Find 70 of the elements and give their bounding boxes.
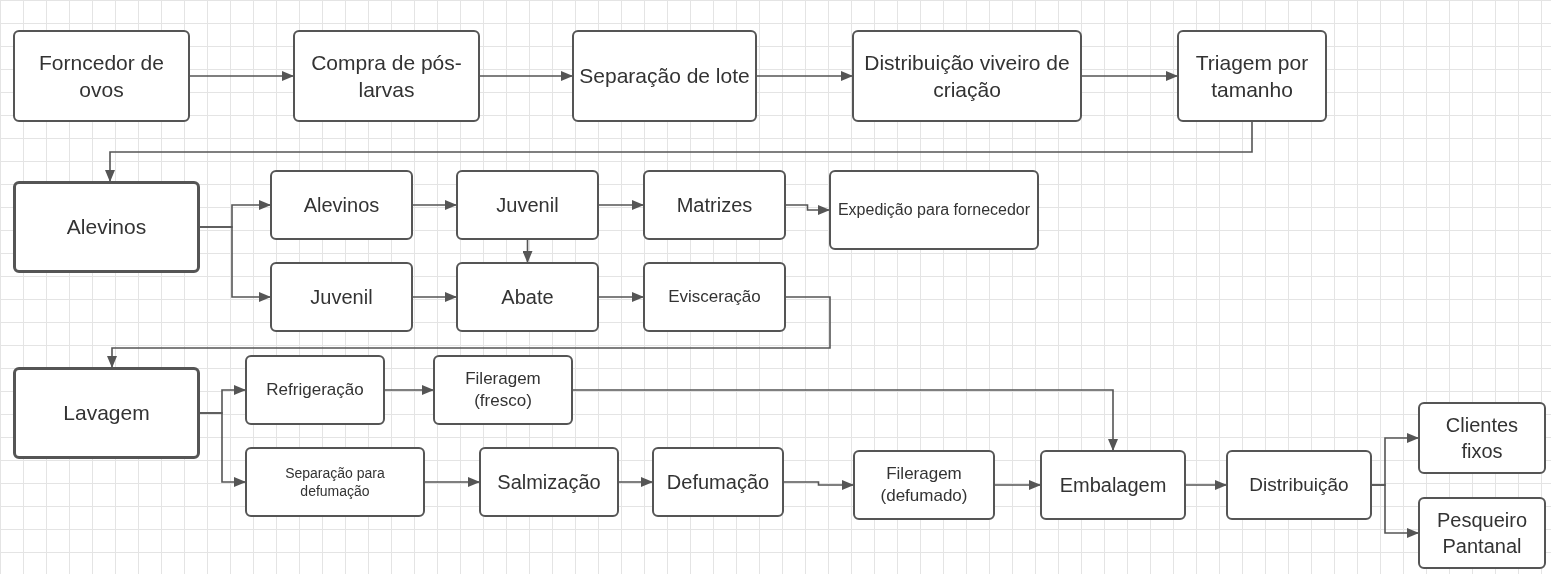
box-label: Alevinos	[66, 214, 147, 241]
process-box	[293, 30, 480, 122]
box-label: Abate	[501, 285, 554, 310]
process-box	[479, 447, 619, 517]
box-label: Separação para defumação	[284, 463, 386, 501]
process-box	[456, 170, 599, 240]
box-label: Separação de lote	[579, 63, 750, 90]
box-label: Embalagem	[1059, 473, 1167, 498]
arrow	[598, 292, 644, 302]
arrow	[199, 412, 246, 487]
process-box	[433, 355, 573, 425]
box-label: Distribuição viveiro de criação	[863, 49, 1071, 103]
arrow	[756, 71, 853, 81]
arrow	[618, 477, 653, 487]
arrow	[572, 389, 1118, 451]
arrow	[522, 239, 533, 263]
process-box	[643, 170, 786, 240]
arrow	[479, 71, 573, 81]
process-box	[829, 170, 1039, 250]
arrow	[783, 480, 854, 490]
process-box	[13, 181, 200, 273]
box-label: Fileragem (fresco)	[464, 367, 542, 412]
box-label: Triagem por tamanho	[1194, 49, 1310, 103]
box-label: Evisceração	[668, 285, 761, 308]
arrow	[107, 296, 831, 368]
arrow	[994, 480, 1041, 490]
box-label: Compra de pós-larvas	[310, 49, 463, 103]
process-box	[13, 367, 200, 459]
box-label: Defumação	[666, 470, 770, 495]
process-box	[1418, 402, 1546, 474]
box-label: Forncedor de ovos	[38, 49, 165, 103]
box-label: Salmização	[497, 470, 601, 495]
arrow	[1185, 480, 1227, 490]
box-label: Distribuição	[1249, 472, 1349, 497]
box-label: Matrizes	[676, 193, 753, 218]
box-label: Expedição para fornecedor	[837, 199, 1031, 220]
arrow	[598, 200, 644, 210]
arrow	[412, 292, 457, 302]
process-box	[245, 355, 385, 425]
process-box	[270, 170, 413, 240]
box-label: Clientes fixos	[1444, 413, 1520, 464]
process-box	[245, 447, 425, 517]
process-box	[853, 450, 995, 520]
process-box	[572, 30, 757, 122]
process-box	[652, 447, 784, 517]
process-box	[1226, 450, 1372, 520]
arrow	[384, 385, 434, 395]
box-label: Refrigeração	[266, 378, 364, 401]
process-box	[456, 262, 599, 332]
box-label: Alevinos	[303, 193, 380, 218]
arrow	[424, 477, 480, 487]
process-box	[1418, 497, 1546, 569]
process-box	[270, 262, 413, 332]
arrow	[412, 200, 457, 210]
arrow	[785, 204, 830, 215]
arrow	[199, 226, 271, 302]
arrow	[189, 71, 294, 81]
box-label: Fileragem (defumado)	[879, 462, 969, 507]
process-box	[852, 30, 1082, 122]
arrow	[1371, 484, 1419, 538]
box-label: Juvenil	[496, 193, 559, 218]
arrow	[105, 121, 1253, 182]
process-box	[1177, 30, 1327, 122]
process-box	[643, 262, 786, 332]
process-box	[1040, 450, 1186, 520]
box-label: Lavagem	[63, 400, 150, 427]
process-box	[13, 30, 190, 122]
box-label: Pesqueiro Pantanal	[1435, 508, 1529, 559]
arrow	[1081, 71, 1178, 81]
box-label: Juvenil	[310, 285, 373, 310]
